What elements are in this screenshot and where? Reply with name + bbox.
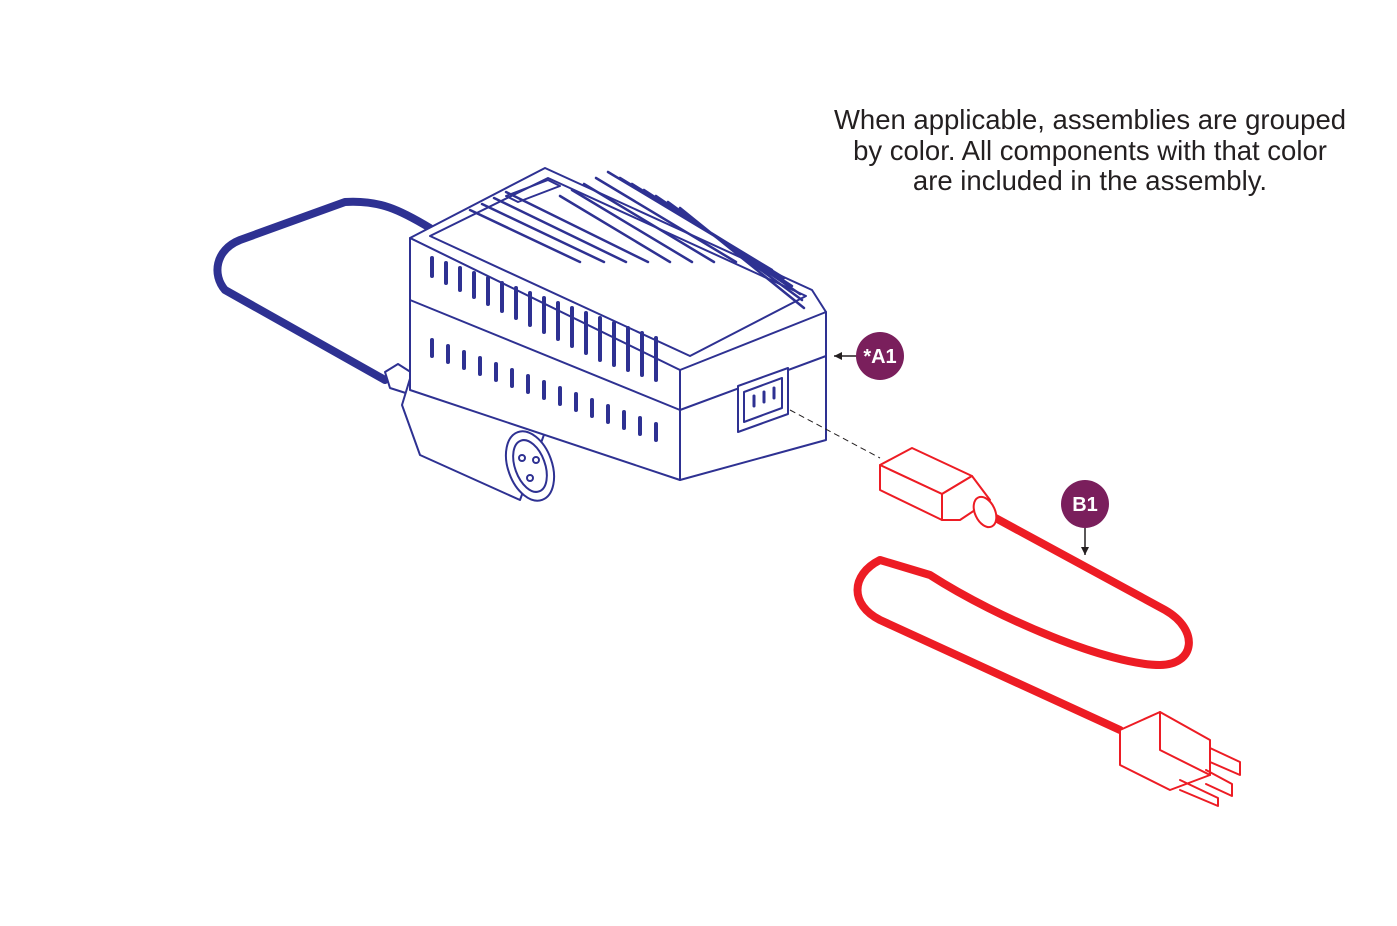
callout-b1-badge: [1061, 480, 1109, 528]
charger-body: [409, 167, 827, 481]
iec-connector: [879, 447, 998, 529]
note-line-2: by color. All components with that color: [853, 134, 1327, 166]
callout-a1-badge: [856, 332, 904, 380]
assembly-note: When applicable, assemblies are grouped …: [780, 104, 1397, 197]
callout-b1: B1: [1061, 480, 1109, 555]
callout-b1-label: B1: [1072, 494, 1098, 516]
note-line-3: are included in the assembly.: [912, 165, 1268, 196]
us-plug: [1119, 711, 1241, 807]
front-lower-vents: [430, 338, 658, 442]
callout-a1: *A1: [834, 332, 904, 380]
explode-line: [789, 409, 881, 459]
label-plate: [505, 179, 561, 203]
ac-inlet: [737, 367, 789, 433]
charger-assembly: [213, 167, 827, 502]
cord-cable: [853, 511, 1193, 734]
top-vents: [468, 170, 806, 310]
front-upper-vents: [430, 256, 658, 382]
cord-assembly: [853, 447, 1241, 807]
callout-a1-label: *A1: [863, 346, 896, 368]
dc-output-cable: [213, 197, 434, 384]
note-line-1: When applicable, assemblies are grouped: [833, 104, 1347, 135]
